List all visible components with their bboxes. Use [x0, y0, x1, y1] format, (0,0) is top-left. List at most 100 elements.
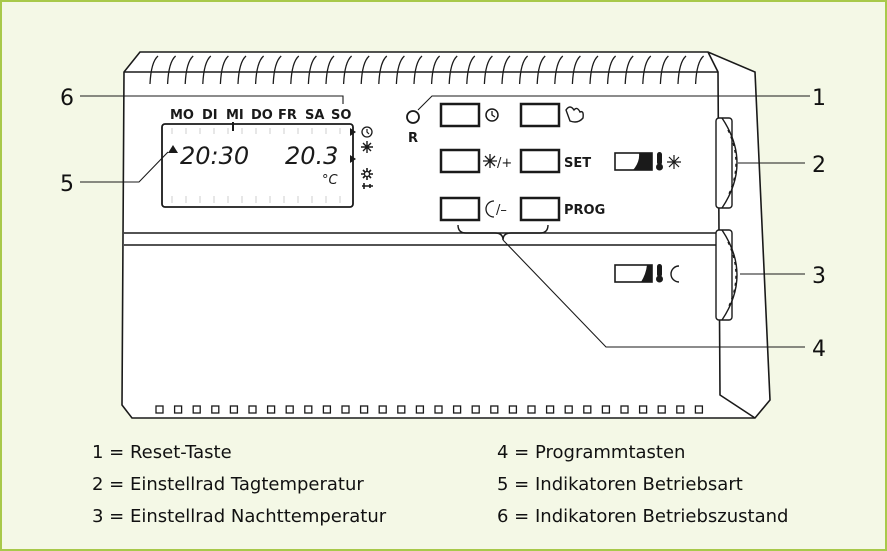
callout-4: 4: [812, 337, 826, 362]
vent-slot: [202, 55, 212, 85]
bottom-slot: [173, 405, 183, 414]
button-minus[interactable]: /–: [439, 196, 507, 222]
set-label: SET: [564, 156, 591, 171]
bottom-slot: [285, 405, 294, 414]
vent-slot: [536, 55, 546, 85]
bottom-slot: [657, 405, 666, 414]
button-plus[interactable]: /+: [439, 148, 512, 174]
bottom-slot: [676, 405, 685, 414]
bottom-slot: [434, 405, 443, 414]
day-label: FR: [278, 108, 297, 123]
key-icon: [362, 183, 373, 189]
bottom-slot: [638, 405, 648, 414]
moon-icon: [670, 265, 680, 283]
day-temperature-indicator: [614, 152, 681, 171]
clock-icon: [361, 126, 373, 138]
thermometer-icon: [657, 152, 662, 165]
vent-slot: [589, 55, 599, 85]
bottom-slot: [397, 405, 406, 414]
bottom-slot: [192, 405, 201, 414]
thermometer-icon: [657, 264, 662, 277]
day-label: MI: [226, 108, 244, 123]
bottom-slot: [155, 405, 164, 414]
bottom-slot: [694, 405, 704, 414]
bottom-slot: [229, 405, 239, 414]
bottom-slot: [415, 405, 425, 414]
callout-6: 6: [60, 86, 74, 111]
bottom-slot: [545, 405, 555, 414]
vent-slot: [237, 55, 247, 85]
night-temperature-wheel[interactable]: [715, 229, 738, 321]
callout-3: 3: [812, 264, 826, 289]
vent-slot: [325, 55, 335, 85]
day-label: SA: [305, 108, 324, 123]
vent-slot: [483, 55, 493, 85]
vent-slot: [254, 55, 265, 85]
vent-slot: [448, 55, 458, 85]
bottom-slot: [359, 405, 369, 414]
bottom-slot: [620, 405, 629, 414]
hand-icon: [565, 106, 584, 123]
vent-slot: [307, 55, 317, 85]
callout-5: 5: [60, 172, 74, 197]
button-clock[interactable]: [439, 102, 499, 128]
ventilation-slots: [149, 55, 705, 85]
sun-icon: [361, 141, 373, 153]
minus-label: /–: [496, 203, 507, 218]
indicator-arrow-icon: [350, 155, 356, 163]
reset-label: R: [408, 131, 418, 146]
bottom-slot: [490, 405, 499, 414]
bottom-slots: [155, 405, 704, 414]
vent-slot: [219, 55, 229, 85]
vent-slot: [501, 55, 511, 85]
button-manual[interactable]: [519, 102, 584, 128]
bottom-slot: [471, 405, 480, 414]
vent-slot: [554, 55, 564, 85]
bottom-slot: [211, 405, 220, 414]
bottom-slot: [452, 405, 462, 414]
bottom-slot: [564, 405, 573, 414]
bottom-slot: [378, 405, 387, 414]
vent-slot: [518, 55, 529, 85]
button-prog[interactable]: PROG: [519, 196, 605, 222]
vent-slot: [342, 55, 353, 85]
day-temperature-wheel[interactable]: [715, 117, 738, 209]
indicator-arrow-icon: [350, 128, 356, 136]
clock-icon: [485, 108, 499, 122]
day-label: DI: [202, 108, 218, 123]
vent-slot: [360, 55, 370, 85]
vent-slot: [694, 55, 705, 85]
vent-slot: [395, 55, 405, 85]
vent-slot: [290, 55, 300, 85]
vent-slot: [272, 55, 282, 85]
bottom-slot: [322, 405, 332, 414]
vent-slot: [659, 55, 669, 85]
night-temperature-indicator: [614, 264, 680, 283]
lcd-unit: °C: [322, 173, 339, 188]
bottom-slot: [601, 405, 611, 414]
vent-slot: [466, 55, 476, 85]
vent-slot: [571, 55, 581, 85]
leader-lines: [80, 95, 810, 348]
bottom-slot: [266, 405, 276, 414]
vent-slot: [606, 55, 617, 85]
lcd-temperature: 20.3: [285, 142, 338, 170]
callout-1: 1: [812, 86, 826, 111]
vent-slot: [430, 55, 441, 85]
button-set[interactable]: SET: [519, 148, 591, 174]
bottom-slot: [248, 405, 257, 414]
vent-slot: [378, 55, 388, 85]
bottom-slot: [583, 405, 592, 414]
vent-slot: [413, 55, 423, 85]
vent-slot: [677, 55, 687, 85]
bottom-slot: [341, 405, 350, 414]
status-indicators: [350, 126, 373, 189]
bottom-slot: [304, 405, 313, 414]
vent-slot: [184, 55, 194, 85]
bottom-slot: [508, 405, 518, 414]
vent-slot: [166, 55, 177, 85]
plus-label: /+: [497, 156, 512, 171]
reset-button[interactable]: R: [406, 110, 420, 146]
